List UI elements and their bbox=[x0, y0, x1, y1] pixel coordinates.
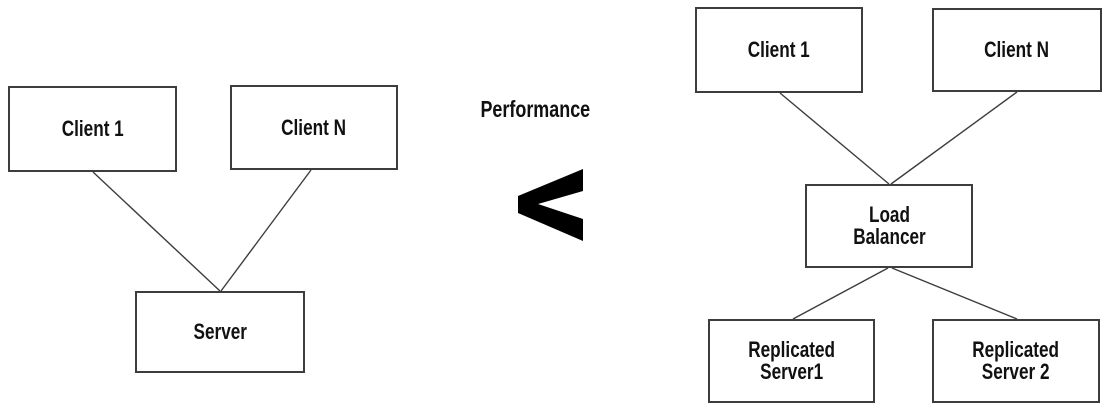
node-left-client-1-label: Client 1 bbox=[61, 116, 124, 141]
node-replicated-server-2: Replicated Server 2 bbox=[932, 319, 1100, 403]
node-left-client-n: Client N bbox=[230, 85, 398, 170]
node-server: Server bbox=[135, 291, 305, 373]
edge-loadbalancer-replicated-server1 bbox=[792, 267, 889, 320]
node-right-client-n: Client N bbox=[932, 8, 1102, 92]
edge-loadbalancer-replicated-server2 bbox=[891, 267, 1018, 320]
node-replicated-server-1: Replicated Server1 bbox=[708, 319, 875, 403]
edge-right-clientN-loadbalancer bbox=[890, 91, 1018, 185]
node-right-client-n-label: Client N bbox=[984, 37, 1050, 62]
edge-left-clientN-server bbox=[220, 169, 312, 292]
comparison-label: Performance bbox=[435, 98, 635, 122]
node-right-client-1: Client 1 bbox=[695, 7, 863, 93]
node-right-client-1-label: Client 1 bbox=[748, 37, 810, 62]
node-server-label: Server bbox=[193, 319, 247, 344]
less-than-icon bbox=[518, 169, 583, 241]
node-replicated-server-2-label: Replicated Server 2 bbox=[972, 337, 1060, 384]
node-left-client-1: Client 1 bbox=[8, 86, 177, 172]
node-replicated-server-1-label: Replicated Server1 bbox=[748, 337, 835, 384]
edge-right-client1-loadbalancer bbox=[779, 92, 890, 185]
edge-left-client1-server bbox=[92, 171, 221, 292]
comparison-label-text: Performance bbox=[480, 96, 590, 122]
node-load-balancer-label: Load Balancer bbox=[852, 202, 926, 249]
node-left-client-n-label: Client N bbox=[281, 114, 347, 140]
node-load-balancer: Load Balancer bbox=[805, 184, 973, 268]
